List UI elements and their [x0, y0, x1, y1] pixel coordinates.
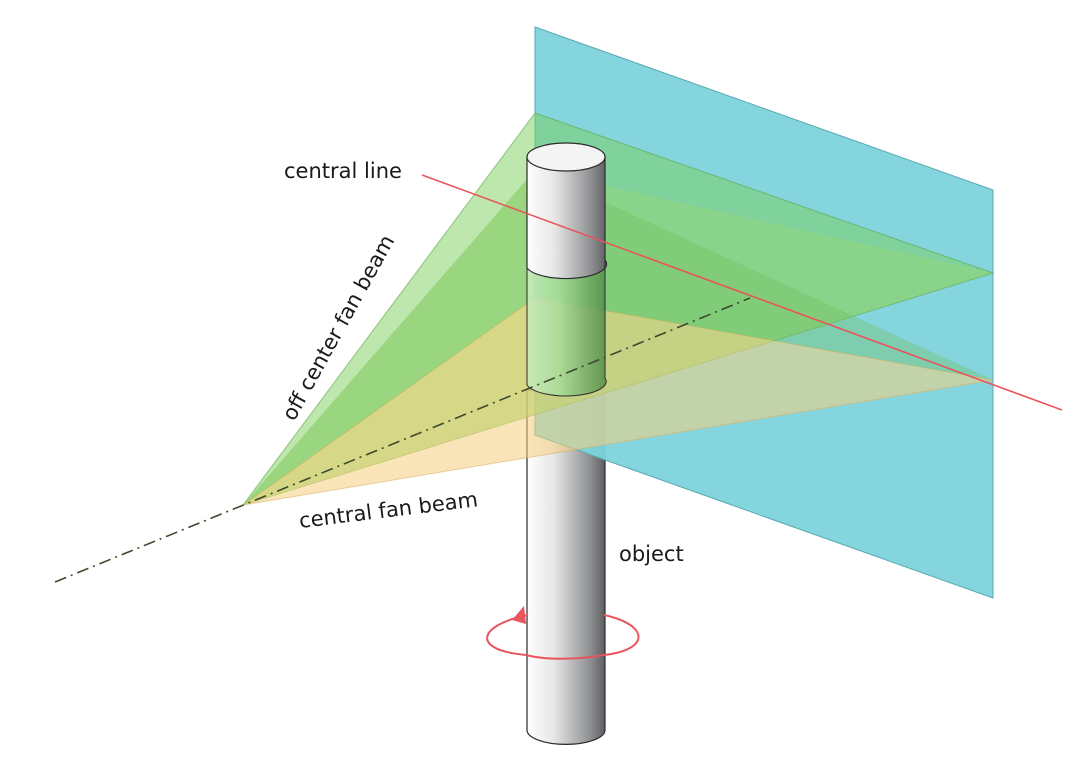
- label-central-fan-beam: central fan beam: [298, 487, 479, 533]
- rotation-arrow-head-icon: [512, 606, 526, 624]
- label-central-line: central line: [284, 159, 402, 183]
- object-lower-body: [526, 389, 606, 745]
- object-slice-in-beam: [526, 258, 608, 397]
- label-object: object: [619, 542, 684, 566]
- central-fan-beam: [242, 297, 994, 506]
- beam-overlap-region: [243, 170, 993, 505]
- beam-axis-line: [54, 297, 751, 583]
- central-line: [421, 174, 1063, 411]
- object-top-face: [526, 142, 606, 172]
